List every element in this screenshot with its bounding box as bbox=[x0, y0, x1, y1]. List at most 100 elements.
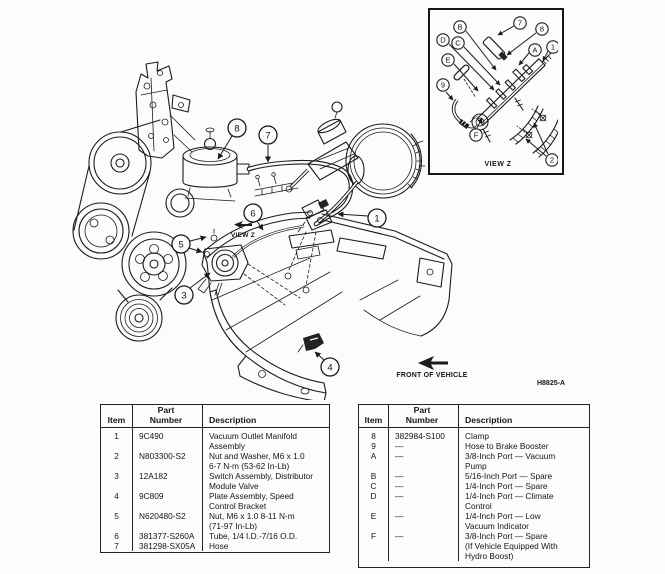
inset-hose-9 bbox=[451, 98, 478, 129]
view-z-label-main: VIEW Z bbox=[231, 232, 255, 239]
table-cell-part: 381298-SX05A bbox=[133, 541, 203, 551]
table-cell-part: — bbox=[389, 481, 459, 491]
left-header-description: Description bbox=[203, 405, 329, 428]
svg-text:5: 5 bbox=[178, 239, 183, 250]
inset-view-z: B 7 8 D C A 1 E 9 F 2 VIEW Z bbox=[428, 8, 564, 175]
table-cell-part: — bbox=[389, 511, 459, 531]
svg-text:3: 3 bbox=[181, 290, 186, 301]
table-cell-desc: 3/8-Inch Port — Vacuum Pump bbox=[465, 451, 556, 471]
table-cell-item: 6 bbox=[101, 531, 133, 541]
vacuum-hose-7 bbox=[246, 159, 354, 227]
callout-5: 5 bbox=[171, 234, 191, 254]
table-cell-part: 382984-S100 bbox=[389, 428, 459, 441]
front-of-vehicle-marker: FRONT OF VEHICLE bbox=[396, 356, 468, 379]
inset-callout-D: D bbox=[436, 33, 450, 47]
svg-text:1: 1 bbox=[374, 213, 379, 224]
engine-pulleys bbox=[72, 119, 195, 342]
svg-text:F: F bbox=[474, 131, 479, 140]
table-cell-item: E bbox=[359, 511, 389, 531]
table-cell-item: 8 bbox=[359, 428, 389, 441]
inset-callout-8: 8 bbox=[535, 22, 549, 36]
svg-text:4: 4 bbox=[327, 362, 332, 373]
inset-callout-9: 9 bbox=[436, 78, 450, 92]
table-cell-item: C bbox=[359, 481, 389, 491]
table-cell-part: N620480-S2 bbox=[133, 511, 203, 531]
table-cell-item: 3 bbox=[101, 471, 133, 491]
callout-8: 8 bbox=[227, 118, 247, 138]
table-cell-desc: Nut and Washer, M6 x 1.0 6-7 N-m (53-62 … bbox=[209, 451, 305, 471]
table-cell-desc: Clamp bbox=[465, 431, 489, 441]
table-cell-desc: 1/4-Inch Port — Low Vacuum Indicator bbox=[465, 511, 541, 531]
table-cell-desc: Vacuum Outlet Manifold Assembly bbox=[209, 431, 297, 451]
table-cell-desc: Nut, M6 x 1.0 8-11 N-m (71-97 In-Lb) bbox=[209, 511, 295, 531]
table-cell-part: 9C490 bbox=[133, 428, 203, 451]
table-cell-item: 1 bbox=[101, 428, 133, 451]
table-cell-part: — bbox=[389, 531, 459, 561]
callout-6: 6 bbox=[243, 203, 263, 223]
callout-leaders bbox=[188, 135, 369, 361]
table-cell-part: — bbox=[389, 471, 459, 481]
inset-callout-E: E bbox=[441, 53, 455, 67]
master-cylinder bbox=[285, 101, 359, 193]
table-cell-item: D bbox=[359, 491, 389, 511]
table-cell-desc: 1/4-Inch Port — Climate Control bbox=[465, 491, 554, 511]
drawing-number: H8825-A bbox=[537, 380, 565, 387]
inset-callout-7: 7 bbox=[513, 16, 527, 30]
svg-text:E: E bbox=[445, 56, 450, 65]
table-cell-item: F bbox=[359, 531, 389, 561]
inset-hose-7 bbox=[482, 36, 508, 61]
inset-callout-1: 1 bbox=[546, 40, 558, 54]
table-cell-desc: Hose to Brake Booster bbox=[465, 441, 549, 451]
table-cell-item: 2 bbox=[101, 451, 133, 471]
table-cell-desc: Switch Assembly, Distributor Module Valv… bbox=[209, 471, 314, 491]
vacuum-pump bbox=[182, 127, 250, 202]
front-of-vehicle-label: FRONT OF VEHICLE bbox=[396, 372, 467, 379]
svg-text:D: D bbox=[440, 36, 446, 45]
svg-text:2: 2 bbox=[550, 156, 554, 165]
table-cell-desc: 5/16-Inch Port — Spare bbox=[465, 471, 553, 481]
svg-text:1: 1 bbox=[551, 43, 555, 52]
inset-tube-e bbox=[453, 64, 477, 99]
callout-3: 3 bbox=[174, 285, 194, 305]
svg-text:8: 8 bbox=[234, 123, 239, 134]
table-cell-desc: 3/8-Inch Port — Spare (If Vehicle Equipp… bbox=[465, 531, 558, 561]
engine-illustration: VIEW Z FRONT OF VEHICLE H8825-A 8 7 1 6 … bbox=[72, 61, 565, 400]
table-cell-desc: 1/4-Inch Port — Spare bbox=[465, 481, 548, 491]
table-cell-part: 9C809 bbox=[133, 491, 203, 511]
svg-text:A: A bbox=[532, 46, 537, 55]
fender-apron bbox=[202, 211, 453, 400]
inset-callout-2: 2 bbox=[545, 153, 558, 167]
brake-booster bbox=[345, 123, 426, 199]
table-cell-item: 9 bbox=[359, 441, 389, 451]
table-cell-item: 5 bbox=[101, 511, 133, 531]
table-cell-item: A bbox=[359, 451, 389, 471]
right-header-item: Item bbox=[359, 405, 389, 428]
svg-text:B: B bbox=[457, 23, 462, 32]
table-cell-part: N803300-S2 bbox=[133, 451, 203, 471]
mounting-rail bbox=[254, 172, 299, 197]
inset-callout-B: B bbox=[453, 20, 467, 34]
inset-callout-F: F bbox=[469, 128, 483, 142]
svg-text:6: 6 bbox=[250, 208, 255, 219]
inset-mount-arcs bbox=[509, 105, 558, 158]
svg-text:7: 7 bbox=[518, 19, 522, 28]
table-cell-part: — bbox=[389, 441, 459, 451]
clip-4 bbox=[297, 333, 324, 353]
table-cell-item: B bbox=[359, 471, 389, 481]
callout-1: 1 bbox=[367, 208, 387, 228]
table-cell-part: 12A182 bbox=[133, 471, 203, 491]
table-cell-part: — bbox=[389, 451, 459, 471]
view-z-marker: VIEW Z bbox=[231, 221, 255, 239]
callout-4: 4 bbox=[320, 357, 340, 377]
svg-text:9: 9 bbox=[441, 81, 445, 90]
inset-callout-A: A bbox=[528, 43, 542, 57]
svg-text:7: 7 bbox=[265, 130, 270, 141]
table-cell-desc: Tube, 1/4 I.D.-7/16 O.D. bbox=[209, 531, 298, 541]
right-header-description: Description bbox=[459, 405, 589, 428]
speed-control-servo bbox=[197, 228, 301, 306]
engine-bracket-plate bbox=[135, 61, 196, 159]
booster-hose bbox=[316, 180, 359, 224]
